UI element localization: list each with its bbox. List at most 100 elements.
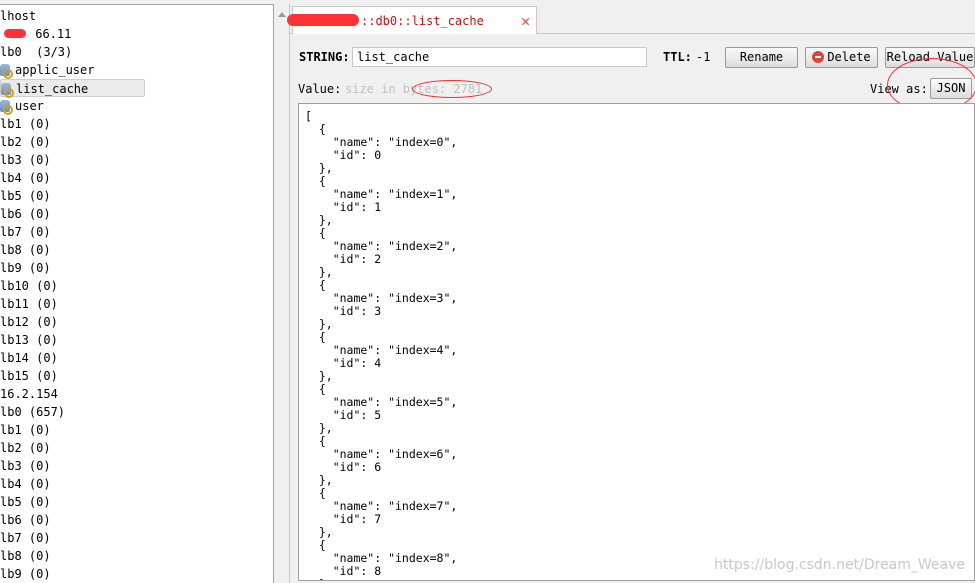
ttl-label: TTL: xyxy=(663,50,692,64)
tree-item[interactable]: lb5 (0) xyxy=(0,493,51,511)
tree-item[interactable]: lb0 (3/3) xyxy=(0,43,72,61)
tree-item[interactable]: lb6 (0) xyxy=(0,205,51,223)
tree-scrollbar[interactable] xyxy=(275,4,290,583)
json-line: "name": "index=8", xyxy=(305,551,458,565)
tree-item[interactable]: lb3 (0) xyxy=(0,151,51,169)
annotation-ellipse xyxy=(412,80,492,98)
json-line: { xyxy=(305,382,326,396)
tree-item-label: lb3 (0) xyxy=(0,459,51,473)
tree-item[interactable]: lb5 (0) xyxy=(0,187,51,205)
tree-item-label: lb2 (0) xyxy=(0,441,51,455)
tree-item[interactable]: lb8 (0) xyxy=(0,241,51,259)
tree-item[interactable]: lb8 (0) xyxy=(0,547,51,565)
tree-item[interactable]: lb4 (0) xyxy=(0,169,51,187)
json-line: "id": 8 xyxy=(305,564,382,578)
tree-item-label: lb7 (0) xyxy=(0,531,51,545)
tree-item[interactable]: lb1 (0) xyxy=(0,421,51,439)
close-tab-icon[interactable]: ✕ xyxy=(520,12,530,30)
tree-item[interactable]: lb13 (0) xyxy=(0,331,58,349)
delete-button[interactable]: Delete xyxy=(805,47,878,68)
json-line: "id": 2 xyxy=(305,252,382,266)
json-line: "id": 3 xyxy=(305,304,382,318)
tree-item-label: lb9 (0) xyxy=(0,567,51,581)
tree-item[interactable]: lb6 (0) xyxy=(0,511,51,529)
tree-item[interactable]: lb2 (0) xyxy=(0,439,51,457)
rename-button[interactable]: Rename xyxy=(725,47,798,68)
json-line: { xyxy=(305,226,326,240)
tree-item[interactable]: lb7 (0) xyxy=(0,529,51,547)
tree-item-label: lb5 (0) xyxy=(0,189,51,203)
key-name-input[interactable]: list_cache xyxy=(352,47,647,67)
tree-item-label: lb6 (0) xyxy=(0,513,51,527)
value-editor[interactable]: [ { "name": "index=0", "id": 0 }, { "nam… xyxy=(298,103,975,581)
tree-item[interactable]: lb15 (0) xyxy=(0,367,58,385)
json-line: "name": "index=4", xyxy=(305,343,458,357)
tree-item[interactable]: lb4 (0) xyxy=(0,475,51,493)
tree-item[interactable]: lb1 (0) xyxy=(0,115,51,133)
tree-item-label: lb4 (0) xyxy=(0,477,51,491)
json-line: { xyxy=(305,122,326,136)
tree-item[interactable]: lb14 (0) xyxy=(0,349,58,367)
tree-item-label: lb10 (0) xyxy=(0,279,58,293)
tree-item-label: 66.11 xyxy=(28,27,72,41)
json-line: "id": 7 xyxy=(305,512,382,526)
delete-label: Delete xyxy=(827,50,871,64)
tree-item-label: lb13 (0) xyxy=(0,333,58,347)
json-line: "id": 5 xyxy=(305,408,382,422)
scroll-up-arrow-icon[interactable] xyxy=(278,12,286,17)
json-line: { xyxy=(305,486,326,500)
redaction-mark xyxy=(287,14,359,26)
tree-item[interactable]: 16.2.154 xyxy=(0,385,58,403)
tree-item[interactable]: lb0 (657) xyxy=(0,403,65,421)
json-line: "name": "index=2", xyxy=(305,239,458,253)
key-icon xyxy=(1,83,14,98)
json-line: }, xyxy=(305,161,333,175)
json-line: }, xyxy=(305,213,333,227)
tree-item-label: lhost xyxy=(0,9,37,23)
tree-item[interactable]: applic_user xyxy=(0,61,94,79)
tree-item-label: lb1 (0) xyxy=(0,117,51,131)
tree-item[interactable]: lb2 (0) xyxy=(0,133,51,151)
json-line: }, xyxy=(305,369,333,383)
tree-item-label: lb15 (0) xyxy=(0,369,58,383)
json-line: "name": "index=6", xyxy=(305,447,458,461)
json-line: }, xyxy=(305,317,333,331)
tree-item[interactable]: lb10 (0) xyxy=(0,277,58,295)
json-line: { xyxy=(305,278,326,292)
value-label: Value: xyxy=(298,82,342,96)
key-icon xyxy=(0,100,13,115)
tree-item[interactable]: user xyxy=(0,97,44,115)
json-line: { xyxy=(305,434,326,448)
tab-list-cache[interactable]: ::db0::list_cache ✕ xyxy=(287,6,537,34)
tree-item-label: lb8 (0) xyxy=(0,243,51,257)
tree-item-label: lb7 (0) xyxy=(0,225,51,239)
delete-icon xyxy=(812,51,825,63)
tree-item-label: applic_user xyxy=(15,63,95,77)
tree-item[interactable]: lb12 (0) xyxy=(0,313,58,331)
tree-item-label: lb1 (0) xyxy=(0,423,51,437)
tree-item[interactable]: lb11 (0) xyxy=(0,295,58,313)
tree-item-label: lb5 (0) xyxy=(0,495,51,509)
json-line: "name": "index=1", xyxy=(305,187,458,201)
tree-item-label: lb11 (0) xyxy=(0,297,58,311)
tree-item[interactable]: lb9 (0) xyxy=(0,565,51,583)
tree-item[interactable]: list_cache xyxy=(0,79,145,98)
json-line: { xyxy=(305,538,326,552)
tree-item[interactable]: lb3 (0) xyxy=(0,457,51,475)
tree-item-label: lb12 (0) xyxy=(0,315,58,329)
tab-label: ::db0::list_cache xyxy=(361,14,484,28)
json-line: { xyxy=(305,330,326,344)
tree-item[interactable]: 66.11 xyxy=(0,25,71,43)
json-line: "id": 6 xyxy=(305,460,382,474)
connection-tree[interactable]: lhost 66.11 lb0 (3/3) applic_user list_cach… xyxy=(0,4,274,583)
json-line: }, xyxy=(305,265,333,279)
tree-item-label: lb14 (0) xyxy=(0,351,58,365)
tree-item[interactable]: lb9 (0) xyxy=(0,259,51,277)
json-line: "id": 1 xyxy=(305,200,382,214)
tree-item[interactable]: lhost xyxy=(0,7,36,25)
tree-item-label: lb2 (0) xyxy=(0,135,51,149)
json-line: { xyxy=(305,174,326,188)
tree-item[interactable]: lb7 (0) xyxy=(0,223,51,241)
json-line: }, xyxy=(305,578,974,581)
json-line: "name": "index=3", xyxy=(305,291,458,305)
